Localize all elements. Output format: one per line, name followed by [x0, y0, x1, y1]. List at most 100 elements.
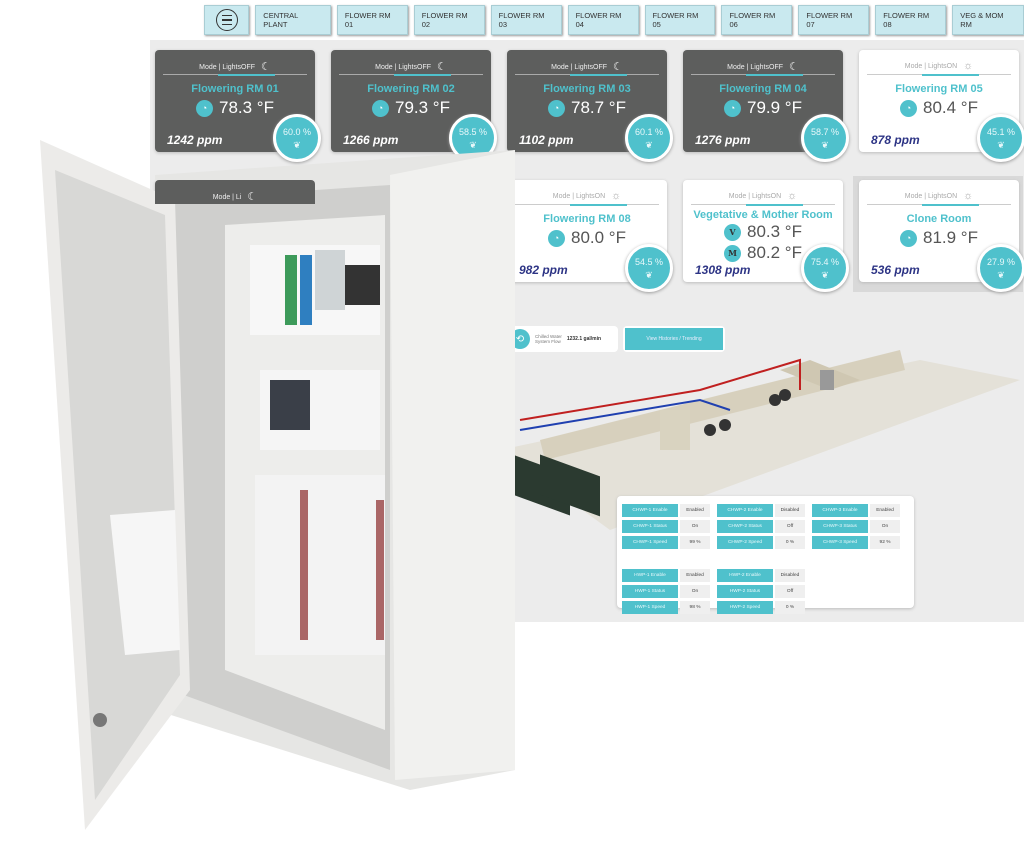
humidity-badge: 60.0 %❦ [273, 114, 321, 162]
pump-label: CHWP-1 Enable [622, 504, 678, 517]
nav-flower-rm-01[interactable]: FLOWER RM 01 [336, 5, 408, 35]
mode-divider [163, 74, 307, 76]
humidity-badge: 75.4 %❦ [801, 244, 849, 292]
mode-label: Mode | LightsOFF☾ [155, 60, 315, 73]
pump-label: HWP-1 Enable [622, 569, 678, 582]
thermometer-gauge-icon: ◔ [372, 99, 389, 117]
humidity-value: 75.4 % [810, 257, 840, 267]
humidity-value: 58.7 % [810, 127, 840, 137]
pump-value: 92 % [870, 536, 900, 549]
pump-label: CHWP-3 Enable [812, 504, 868, 517]
humidity-badge: 45.1 % ❦ [977, 114, 1024, 162]
mode-divider [515, 74, 659, 76]
nav-central-plant[interactable]: CENTRAL PLANT [255, 5, 331, 35]
temperature-row: ◔80.0 °F [507, 228, 667, 248]
humidity-badge: 54.5 %❦ [625, 244, 673, 292]
humidity-value: 58.5 % [458, 127, 488, 137]
pump-value: On [680, 585, 710, 598]
room-name[interactable]: Flowering RM 03 [543, 83, 631, 95]
thermometer-gauge-icon: ◔ [724, 99, 741, 117]
sun-icon: ☼ [787, 190, 798, 202]
humidity-drop-icon: ❦ [469, 140, 477, 150]
room-name[interactable]: Flowering RM 02 [367, 83, 455, 95]
pump-value: On [680, 520, 710, 533]
room-name[interactable]: Flowering RM 04 [719, 83, 807, 95]
temperature-value: 80.4 °F [923, 98, 978, 117]
room-name[interactable]: Clone Room [906, 213, 972, 225]
mode-label: Mode | LightsOFF☾ [507, 60, 667, 73]
temperature-row: ◔78.3 °F [155, 98, 315, 118]
humidity-badge: 60.1 %❦ [625, 114, 673, 162]
humidity-value: 60.0 % [282, 127, 312, 137]
mode-divider [515, 204, 659, 206]
pump-value: 0 % [775, 536, 805, 549]
sun-icon: ☼ [963, 60, 974, 72]
pump-value: 0 % [775, 601, 805, 614]
room-card[interactable]: Mode | LightsOFF☾Flowering RM 04◔79.9 °F… [683, 50, 849, 162]
room-card[interactable]: Mode | LightsOFF☾Flowering RM 02◔79.3 °F… [331, 50, 497, 162]
room-name[interactable]: Flowering RM 05 [895, 83, 983, 95]
co2-ppm: 1308 ppm [695, 263, 751, 277]
mode-label: Mode | LightsON☼ [683, 190, 843, 202]
pump-label: HWP-1 Speed [622, 601, 678, 614]
pump-value: Off [775, 585, 805, 598]
hamburger-icon [215, 9, 238, 31]
nav-flower-rm-08[interactable]: FLOWER RM 08 [875, 5, 947, 35]
mode-divider [691, 204, 835, 206]
room-card[interactable]: Mode | LightsOFF☾ Flowering RM 01 ◔78.3 °F… [155, 50, 321, 162]
pump-label: CHWP-3 Status [812, 520, 868, 533]
pump-value: Enabled [870, 504, 900, 517]
view-histories-button[interactable]: View Histories / Trending [625, 328, 723, 350]
temperature-value: 81.9 °F [923, 228, 978, 247]
moon-icon: ☾ [789, 61, 799, 73]
pump-value: Off [775, 520, 805, 533]
flow-label: Chilled Water [535, 334, 562, 339]
room-card[interactable]: Mode | LightsOFF☾ Flowering RM 03 ◔78.7 °F… [507, 50, 673, 162]
humidity-value: 54.5 % [634, 257, 664, 267]
room-card[interactable]: Mode | LightsON☼ Vegetative & Mother Room… [683, 180, 849, 292]
temperature-row: ◔81.9 °F [859, 228, 1019, 248]
nav-flower-rm-04[interactable]: FLOWER RM 04 [567, 5, 639, 35]
mode-divider [867, 204, 1011, 206]
temperature-value: 80.2 °F [747, 243, 802, 262]
pump-label: CHWP-2 Enable [717, 504, 773, 517]
humidity-value: 27.9 % [986, 257, 1016, 267]
menu-button[interactable] [204, 5, 250, 35]
mode-label: Mode | LightsOFF☾ [683, 60, 843, 73]
nav-veg-mom-rm[interactable]: VEG & MOM RM [952, 5, 1024, 35]
humidity-value: 45.1 % [986, 127, 1016, 137]
moon-icon: ☾ [247, 191, 258, 203]
moon-icon: ☾ [613, 61, 623, 73]
pump-value: On [870, 520, 900, 533]
flow-sublabel: System Flow [535, 339, 561, 344]
room-name[interactable]: Flowering RM 01 [191, 83, 279, 95]
room-name[interactable]: Flowering RM 08 [543, 213, 631, 225]
nav-flower-rm-05[interactable]: FLOWER RM 05 [644, 5, 716, 35]
mode-label: Mode | Li☾ [155, 180, 315, 204]
temperature-row: ◔78.7 °F [507, 98, 667, 118]
pump-label: HWP-1 Status [622, 585, 678, 598]
nav-flower-rm-02[interactable]: FLOWER RM 02 [413, 5, 485, 35]
nav-flower-rm-07[interactable]: FLOWER RM 07 [798, 5, 870, 35]
humidity-drop-icon: ❦ [997, 140, 1005, 150]
pump-label: CHWP-1 Speed [622, 536, 678, 549]
nav-flower-rm-06[interactable]: FLOWER RM 06 [721, 5, 793, 35]
room-name[interactable]: Vegetative & Mother Room [693, 209, 833, 221]
pump-label: CHWP-2 Speed [717, 536, 773, 549]
pump-label: HWP-2 Enable [717, 569, 773, 582]
pump-label: CHWP-1 Status [622, 520, 678, 533]
temperature-value: 78.3 °F [219, 98, 274, 117]
humidity-drop-icon: ❦ [997, 270, 1005, 280]
pump-value: Enabled [680, 569, 710, 582]
mode-text: Mode | LightsON [552, 193, 606, 200]
mode-text: Mode | LightsOFF [375, 64, 432, 71]
nav-flower-rm-03[interactable]: FLOWER RM 03 [490, 5, 562, 35]
humidity-badge: 27.9 % ❦ [977, 244, 1024, 292]
mode-label: Mode | LightsON☼ [859, 190, 1019, 202]
